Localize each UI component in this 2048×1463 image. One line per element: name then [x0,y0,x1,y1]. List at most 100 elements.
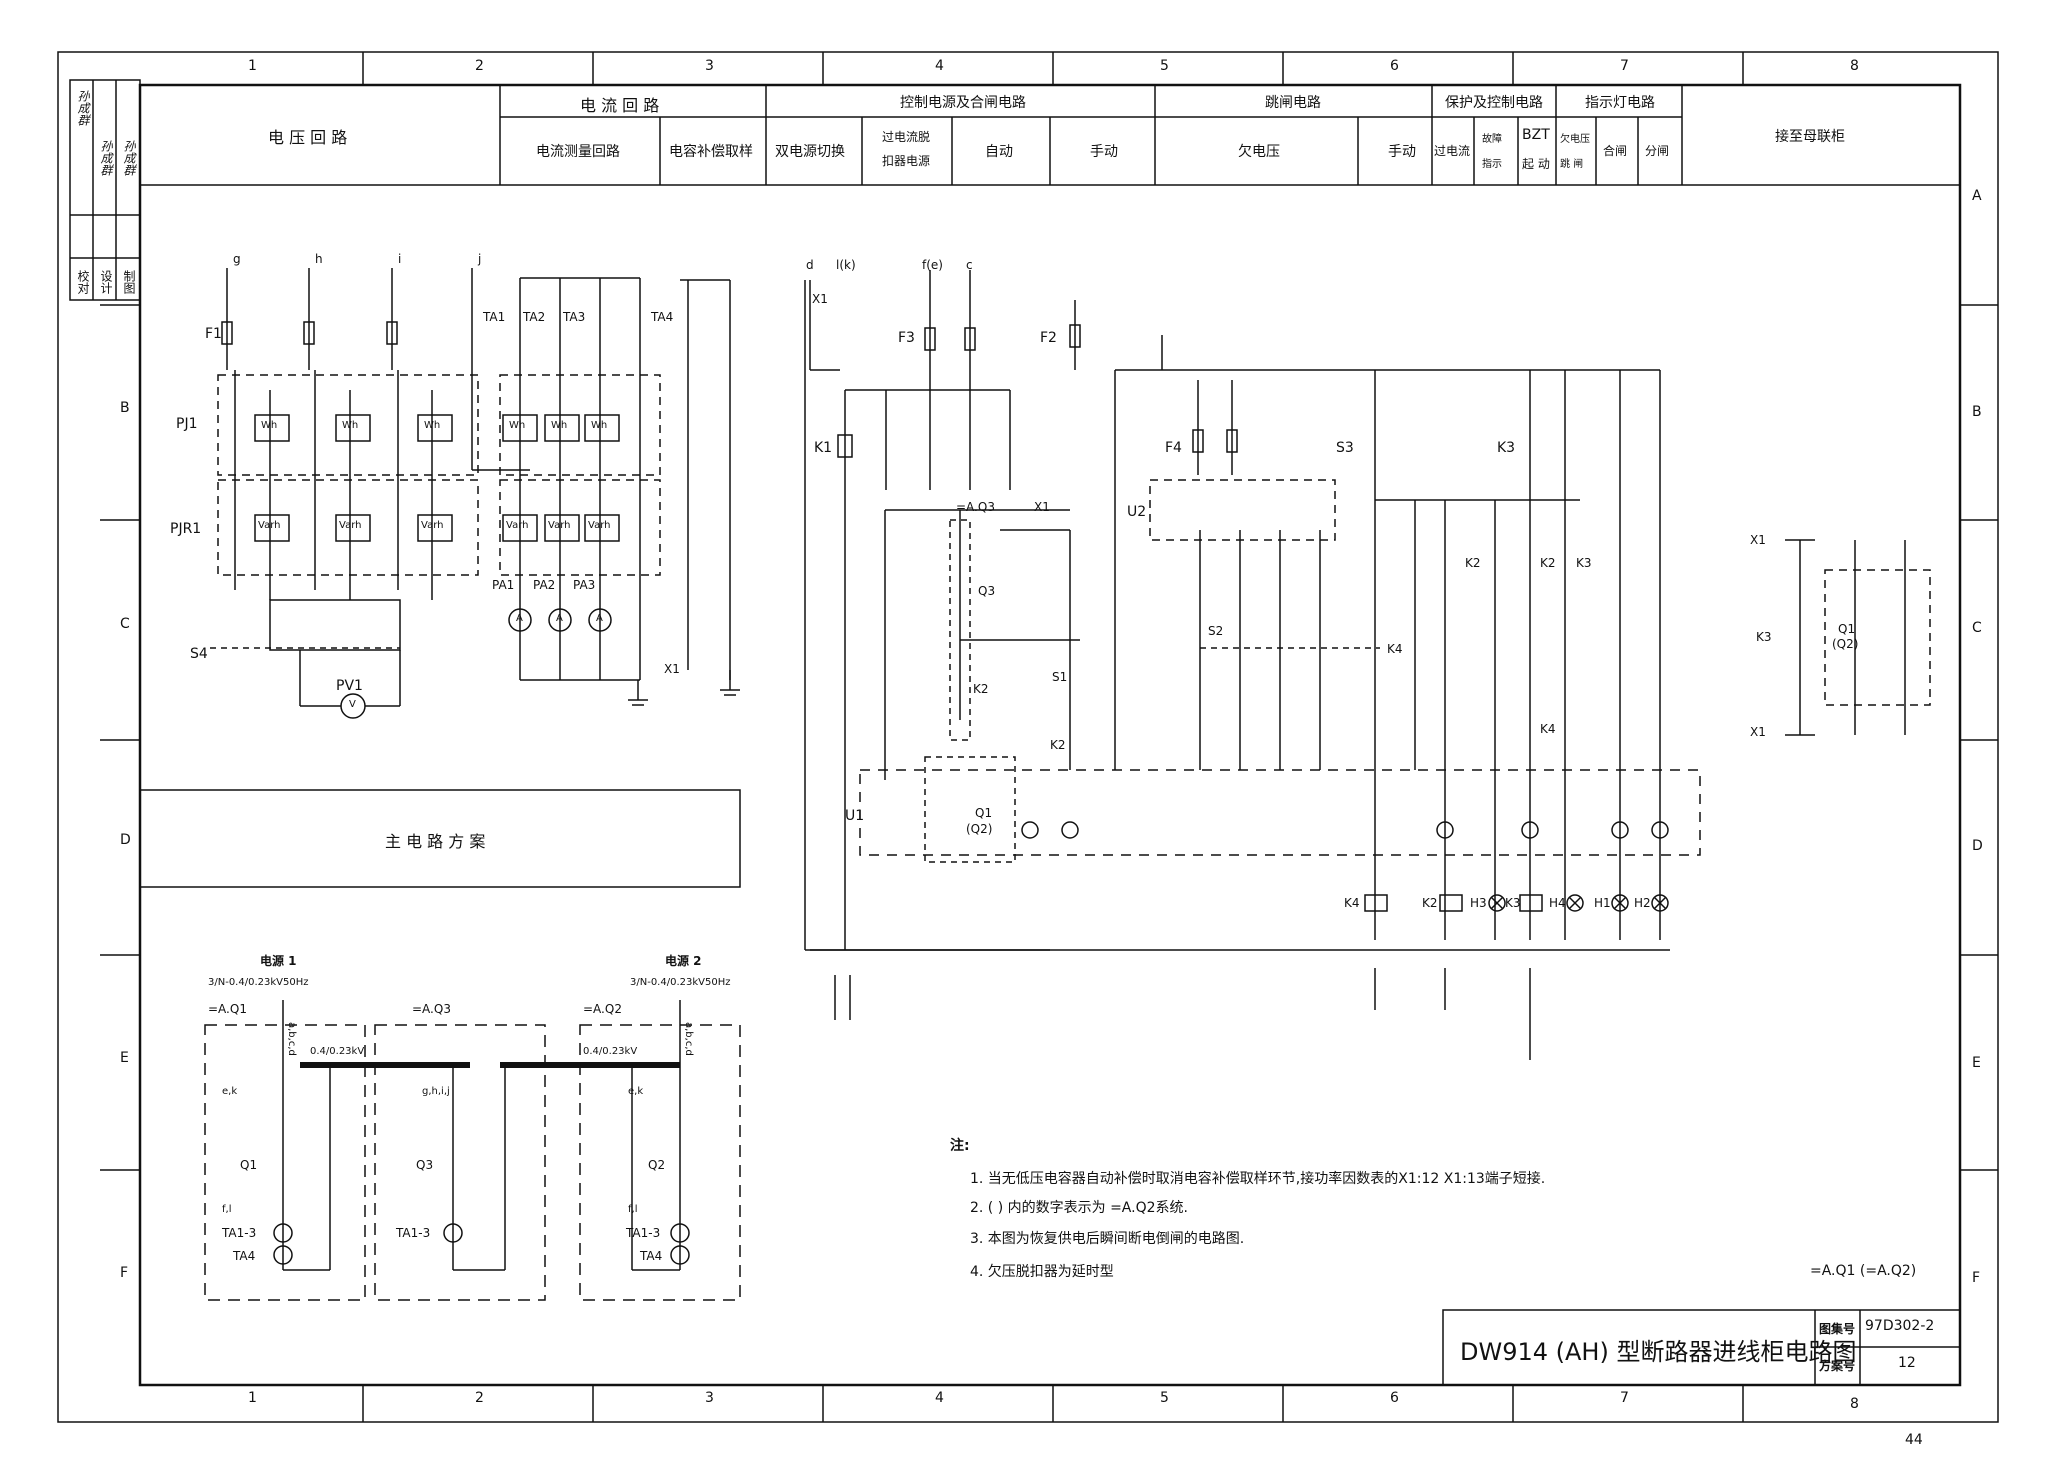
column-number-bottom: 1 [248,1390,257,1406]
ctrl-f2: F2 [1040,330,1057,346]
main-l123n: a,b,c,d [286,1022,297,1056]
header-uv-trip-2: 跳 闸 [1560,159,1584,170]
note-item: 3. 本图为恢复供电后瞬间断电倒闸的电路图. [970,1231,1245,1247]
meter-wh: Wh [261,420,278,431]
ctrl-phase-c: c [966,258,973,272]
header-overcurrent: 过电流 [1434,144,1471,158]
ctrl-k2: K2 [1540,556,1556,570]
main-abcd: e,k [222,1086,238,1097]
row-letter-right: D [1972,838,1983,854]
ctrl-phase-lk: l(k) [836,258,856,272]
meter-varh: Varh [339,520,362,531]
header-overcurrent-power-1: 过电流脱 [882,130,931,144]
strip-signature: 孙成群 [122,140,136,176]
column-number-bottom: 5 [1160,1390,1169,1406]
label-ta2: TA2 [523,310,546,324]
note-item: 2. ( ) 内的数字表示为 =A.Q2系统. [970,1200,1188,1216]
header-auto: 自动 [985,144,1013,160]
label-pa3: PA3 [573,578,596,592]
scheme-label: 方案号 [1819,1359,1856,1373]
meter-varh: Varh [506,520,529,531]
meter-wh: Wh [591,420,608,431]
header-bzt-1: BZT [1522,127,1550,143]
ctrl-k1: K1 [814,440,833,456]
meter-a: A [596,613,603,624]
main-ta13: TA1-3 [222,1226,257,1240]
ctrl-f3: F3 [898,330,915,346]
strip-signature: 孙成群 [99,140,113,176]
strip-signature: 孙成群 [76,90,90,126]
ctrl-q1-q2: (Q2) [966,822,993,836]
label-pa2: PA2 [533,578,556,592]
ctrl-k2: K2 [973,682,989,696]
row-letter-right: F [1972,1270,1981,1286]
main-ghij: f,l [628,1204,638,1215]
aq1-label: =A.Q1 [208,1002,247,1016]
column-number-bottom: 8 [1850,1396,1859,1412]
ctrl-x1: X1 [812,292,828,306]
ctrl-h2: H2 [1634,896,1651,910]
label-pv1: PV1 [336,678,363,694]
meter-varh: Varh [588,520,611,531]
label-phase-j: j [478,252,482,266]
meter-wh: Wh [424,420,441,431]
column-number-top: 4 [935,58,944,74]
source1-spec: 3/N-0.4/0.23kV50Hz [208,977,309,988]
column-number-top: 1 [248,58,257,74]
bustie-k3: K3 [1756,630,1772,644]
ctrl-k2-coil: K2 [1422,896,1438,910]
meter-varh: Varh [548,520,571,531]
header-fault-2: 指示 [1482,159,1502,170]
main-q2: Q2 [648,1158,666,1172]
column-number-top: 7 [1620,58,1629,74]
header-open: 分闸 [1645,144,1670,158]
header-protection-control: 保护及控制电路 [1445,95,1543,111]
label-ta4: TA4 [651,310,674,324]
ctrl-aq3: =A.Q3 [956,500,995,514]
ctrl-phase-d: d [806,258,814,272]
note-aq1-aq2: =A.Q1 (=A.Q2) [1810,1263,1917,1279]
drawing-title: DW914 (AH) 型断路器进线柜电路图 [1460,1338,1857,1366]
main-circuit-title: 主 电 路 方 案 [385,832,486,851]
ctrl-k2: K2 [1050,738,1066,752]
bus-voltage-left: 0.4/0.23kV [310,1046,365,1057]
strip-label-design: 设计 [99,270,113,294]
row-letter-left: D [120,832,131,848]
meter-a: A [516,613,523,624]
main-q3: Q3 [416,1158,434,1172]
page-number: 44 [1905,1432,1923,1448]
ctrl-q1: Q1 [975,806,993,820]
ctrl-k4-coil: K4 [1344,896,1360,910]
strip-label-check: 校对 [76,270,90,294]
row-letter-left: C [120,616,130,632]
ctrl-u1: U1 [845,808,865,824]
column-number-bottom: 7 [1620,1390,1629,1406]
aq3-label: =A.Q3 [412,1002,451,1016]
ctrl-u2: U2 [1127,504,1147,520]
main-ta13: TA1-3 [396,1226,431,1240]
atlas-number: 97D302-2 [1865,1318,1935,1334]
header-indicator-circuit: 指示灯电路 [1585,95,1655,111]
column-number-top: 3 [705,58,714,74]
column-number-bottom: 2 [475,1390,484,1406]
row-letter-left: B [120,400,130,416]
column-number-top: 6 [1390,58,1399,74]
header-trip-circuit: 跳闸电路 [1265,95,1321,111]
ctrl-k4: K4 [1387,642,1403,656]
header-dual-power-switch: 双电源切换 [775,144,845,160]
main-abcd: e,k [628,1086,644,1097]
label-pjr1: PJR1 [170,521,202,537]
column-number-bottom: 6 [1390,1390,1399,1406]
header-close: 合闸 [1603,144,1628,158]
strip-label-draw: 制图 [122,270,136,294]
label-pj1: PJ1 [176,416,198,432]
bustie-q1: Q1 [1838,622,1856,636]
header-bzt-2: 起 动 [1522,157,1550,171]
label-phase-i: i [398,252,402,266]
label-phase-g: g [233,252,241,266]
ctrl-h4: H4 [1549,896,1566,910]
bustie-x1-top: X1 [1750,533,1766,547]
label-phase-h: h [315,252,323,266]
ctrl-f4: F4 [1165,440,1182,456]
